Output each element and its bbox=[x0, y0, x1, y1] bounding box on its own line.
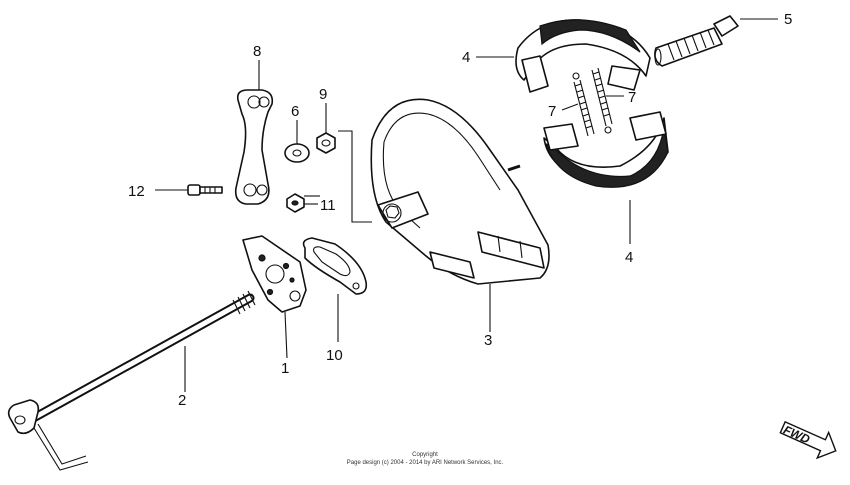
label-9: 9 bbox=[319, 86, 327, 103]
label-8: 8 bbox=[253, 43, 261, 60]
copyright-line-1: Copyright bbox=[412, 452, 438, 458]
nut bbox=[286, 193, 305, 213]
washer bbox=[284, 143, 310, 163]
label-3: 3 bbox=[484, 332, 492, 349]
gasket bbox=[302, 237, 368, 295]
label-4-top: 4 bbox=[462, 49, 470, 66]
return-spring-right bbox=[591, 67, 613, 134]
bolt bbox=[187, 184, 223, 196]
return-spring-left bbox=[572, 72, 595, 137]
label-7-left: 7 bbox=[548, 103, 556, 120]
leader-lines bbox=[155, 18, 778, 392]
brake-shoe-upper bbox=[515, 19, 651, 93]
brake-panel bbox=[370, 98, 550, 285]
fwd-label: FWD bbox=[781, 423, 812, 447]
brake-cam bbox=[654, 15, 739, 67]
label-5: 5 bbox=[784, 11, 792, 28]
brake-shoe-lower bbox=[543, 111, 669, 188]
lock-nut bbox=[316, 132, 336, 154]
link-bracket bbox=[234, 89, 274, 205]
fwd-arrow: FWD bbox=[779, 420, 837, 460]
brake-arm-plate bbox=[242, 235, 307, 313]
label-12: 12 bbox=[128, 183, 145, 200]
label-6: 6 bbox=[291, 103, 299, 120]
copyright-line-2: Page design (c) 2004 - 2014 by ARI Netwo… bbox=[347, 460, 504, 466]
label-11: 11 bbox=[320, 197, 336, 214]
label-2: 2 bbox=[178, 392, 186, 409]
label-10: 10 bbox=[326, 347, 343, 364]
label-4-bottom: 4 bbox=[625, 249, 633, 266]
label-7-right: 7 bbox=[628, 89, 636, 106]
label-1: 1 bbox=[281, 360, 289, 377]
brake-rod bbox=[7, 290, 256, 471]
